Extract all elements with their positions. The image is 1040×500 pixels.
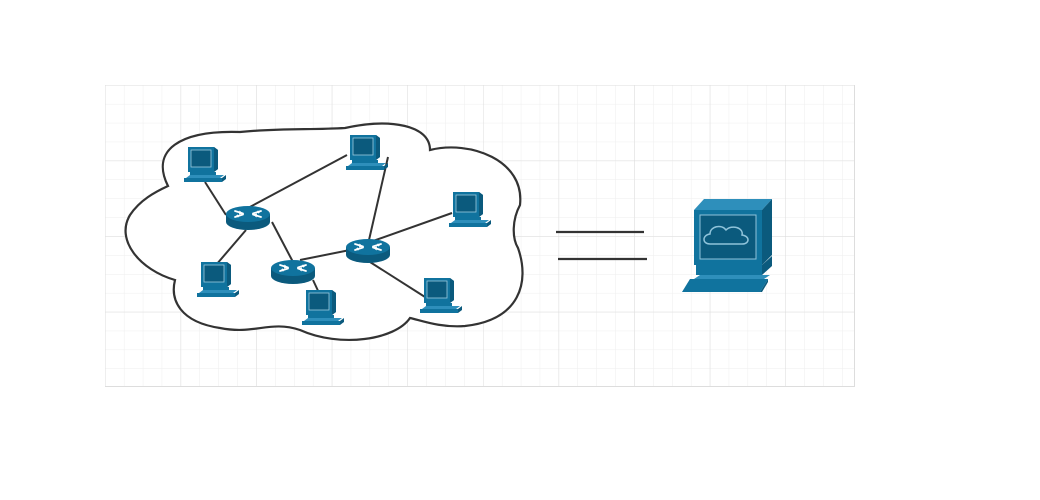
link-router-left-pc-left-lower xyxy=(215,229,247,266)
link-router-right-pc-right-lower xyxy=(369,261,426,298)
router-icon xyxy=(270,259,316,285)
link-router-right-pc-top-center xyxy=(368,156,389,241)
link-pc-top-left-router-left xyxy=(204,181,227,216)
router-icon xyxy=(225,205,271,231)
link-router-right-pc-right-upper xyxy=(372,212,453,242)
link-router-bottom-router-right xyxy=(299,249,351,261)
link-router-left-router-bottom xyxy=(271,221,294,263)
router-icon xyxy=(345,238,391,264)
network-links xyxy=(204,154,453,298)
equals-sign xyxy=(556,230,647,261)
link-router-left-pc-top-center xyxy=(247,154,348,209)
cloud-computer-icon xyxy=(682,199,772,292)
